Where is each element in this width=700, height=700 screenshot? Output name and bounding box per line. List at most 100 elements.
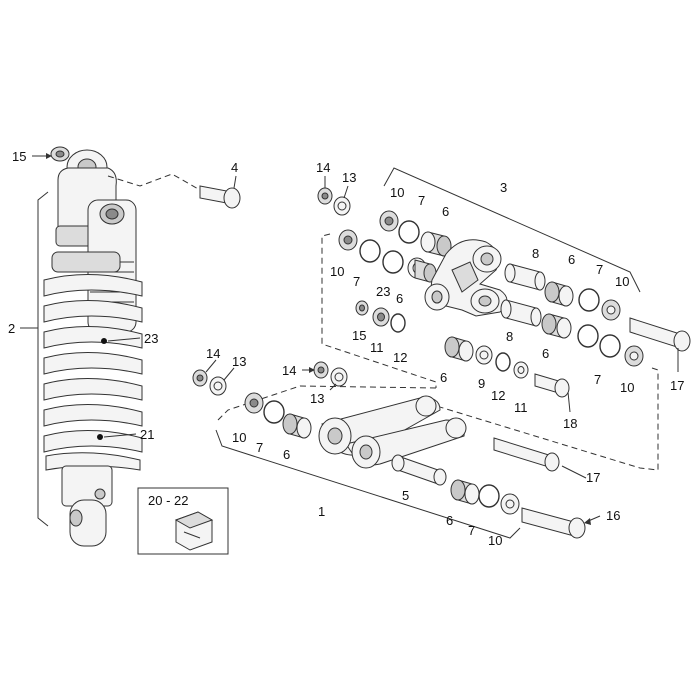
pin-5 xyxy=(391,454,447,486)
ring-23-right xyxy=(577,324,599,348)
callout-7-e: 7 xyxy=(256,440,263,455)
rocker-link-upper xyxy=(424,239,508,317)
washer-13-upper xyxy=(333,196,351,216)
callout-6-b: 6 xyxy=(568,252,575,267)
callout-11-a: 11 xyxy=(370,340,384,355)
bushing-11-mid xyxy=(372,307,390,327)
callout-6-f: 6 xyxy=(283,447,290,462)
callout-10-b: 10 xyxy=(615,274,629,289)
callout-6-c: 6 xyxy=(396,291,403,306)
bolt-4 xyxy=(199,185,241,209)
seal-10-upper-b xyxy=(338,229,358,251)
callout-labels: 15 4 2 23 21 14 13 3 10 7 6 8 6 7 10 10 … xyxy=(8,149,684,548)
callout-10-f: 10 xyxy=(488,533,502,548)
ring-7-lower-a xyxy=(263,400,285,424)
bearing-6-lower-a xyxy=(282,413,312,439)
callout-14-top: 14 xyxy=(316,160,330,175)
callout-5: 5 xyxy=(402,488,409,503)
bearing-6-right-a xyxy=(544,281,574,307)
bearing-6-lower-b xyxy=(450,479,480,505)
callout-6-e: 6 xyxy=(440,370,447,385)
callout-10-d: 10 xyxy=(620,380,634,395)
bracket-1 xyxy=(215,429,521,539)
callout-7-b: 7 xyxy=(596,262,603,277)
seal-10-lower-a xyxy=(244,392,264,414)
washer-14-lower xyxy=(192,369,208,387)
callout-8-b: 8 xyxy=(506,329,513,344)
kit-box xyxy=(137,487,229,555)
spacer-8-upper xyxy=(504,263,546,291)
callout-6-a: 6 xyxy=(442,204,449,219)
bracket-2 xyxy=(37,191,49,527)
callout-12-b: 12 xyxy=(491,388,505,403)
seal-10-right-b xyxy=(624,345,644,367)
ring-7-right-a xyxy=(578,288,600,312)
callout-7-a: 7 xyxy=(418,193,425,208)
callout-3: 3 xyxy=(500,180,507,195)
callout-8-a: 8 xyxy=(532,246,539,261)
ring-7-upper-a xyxy=(398,220,420,244)
callout-13-top: 13 xyxy=(342,170,356,185)
callout-12-a: 12 xyxy=(393,350,407,365)
callout-6-d: 6 xyxy=(542,346,549,361)
callout-13-mid: 13 xyxy=(310,391,324,406)
seal-10-upper-a xyxy=(379,210,399,232)
callout-10-e: 10 xyxy=(232,430,246,445)
callout-7-d: 7 xyxy=(594,372,601,387)
callout-1: 1 xyxy=(318,504,325,519)
leader-lines xyxy=(20,153,679,525)
callout-14-lower: 14 xyxy=(206,346,220,361)
callout-10-c: 10 xyxy=(330,264,344,279)
callout-9: 9 xyxy=(478,376,485,391)
connecting-rod xyxy=(318,395,467,469)
bearing-6-upper-a xyxy=(420,231,452,257)
bracket-3 xyxy=(383,167,641,293)
seal-10-right-a xyxy=(601,299,621,321)
callout-19: 21 xyxy=(140,427,154,442)
washer-15-mid xyxy=(355,300,369,316)
callout-13-lower: 13 xyxy=(232,354,246,369)
bolt-17-lower xyxy=(493,437,560,472)
dash-lower-left xyxy=(217,385,437,421)
washer-13-mid xyxy=(330,367,348,387)
nut-15-left xyxy=(50,146,70,162)
dash-bolt4-to-eye xyxy=(107,173,201,191)
callout-6-g: 6 xyxy=(446,513,453,528)
seal-10-lower-b xyxy=(500,493,520,515)
bolt-17-upper xyxy=(629,317,691,352)
callout-17-upper: 17 xyxy=(670,378,684,393)
callout-10-a: 10 xyxy=(390,185,404,200)
callout-11-b: 11 xyxy=(514,400,528,415)
callout-16: 16 xyxy=(606,508,620,523)
shock-absorber xyxy=(43,149,143,547)
ring-12-center xyxy=(495,352,511,372)
washer-14-mid xyxy=(313,361,329,379)
bolt-16 xyxy=(521,507,586,539)
ring-12-mid xyxy=(390,313,406,333)
dash-frame-upper xyxy=(321,233,437,388)
bushing-11-center xyxy=(513,361,529,379)
washer-13-lower xyxy=(209,376,227,396)
callout-14-mid: 14 xyxy=(282,363,296,378)
ring-7-lower-b xyxy=(478,484,500,508)
bearing-6-right-b xyxy=(541,313,572,339)
bushing-9 xyxy=(475,345,493,365)
callout-7-c: 7 xyxy=(353,274,360,289)
ring-7-right-b xyxy=(599,334,621,358)
ring-7-upper-b xyxy=(359,239,381,263)
washer-14-upper xyxy=(317,187,333,205)
callout-21: 23 xyxy=(144,331,158,346)
kit-box-label: 20 - 22 xyxy=(148,493,188,508)
callout-15-left: 15 xyxy=(12,149,26,164)
callout-15-mid: 15 xyxy=(352,328,366,343)
ring-23-upper-a xyxy=(382,250,404,274)
callout-4: 4 xyxy=(231,160,238,175)
callout-17-lower: 17 xyxy=(586,470,600,485)
bolt-18 xyxy=(534,373,570,398)
bearing-6-mid xyxy=(444,336,474,362)
callout-18: 18 xyxy=(563,416,577,431)
callout-2: 2 xyxy=(8,321,15,336)
callout-7-g: 7 xyxy=(468,523,475,538)
spacer-8-lower xyxy=(500,299,542,327)
